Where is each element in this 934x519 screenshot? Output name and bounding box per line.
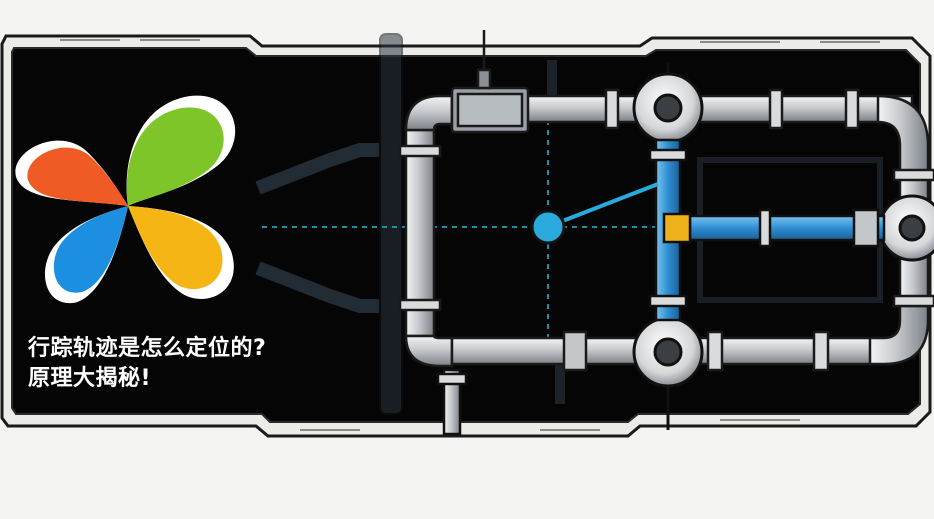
location-target-icon: [530, 182, 659, 245]
valves: [632, 62, 934, 430]
pinwheel-logo-icon: [15, 95, 236, 304]
pipe-fixture: [436, 368, 468, 436]
headline-line-1: 行踪轨迹是怎么定位的?: [28, 336, 267, 361]
headline-line-2: 原理大揭秘!: [28, 366, 152, 391]
headline: 行踪轨迹是怎么定位的? 原理大揭秘!: [28, 334, 266, 394]
background-pipes: [255, 33, 883, 415]
blue-pipes: [648, 138, 886, 322]
crosshair-guides: [262, 110, 660, 340]
